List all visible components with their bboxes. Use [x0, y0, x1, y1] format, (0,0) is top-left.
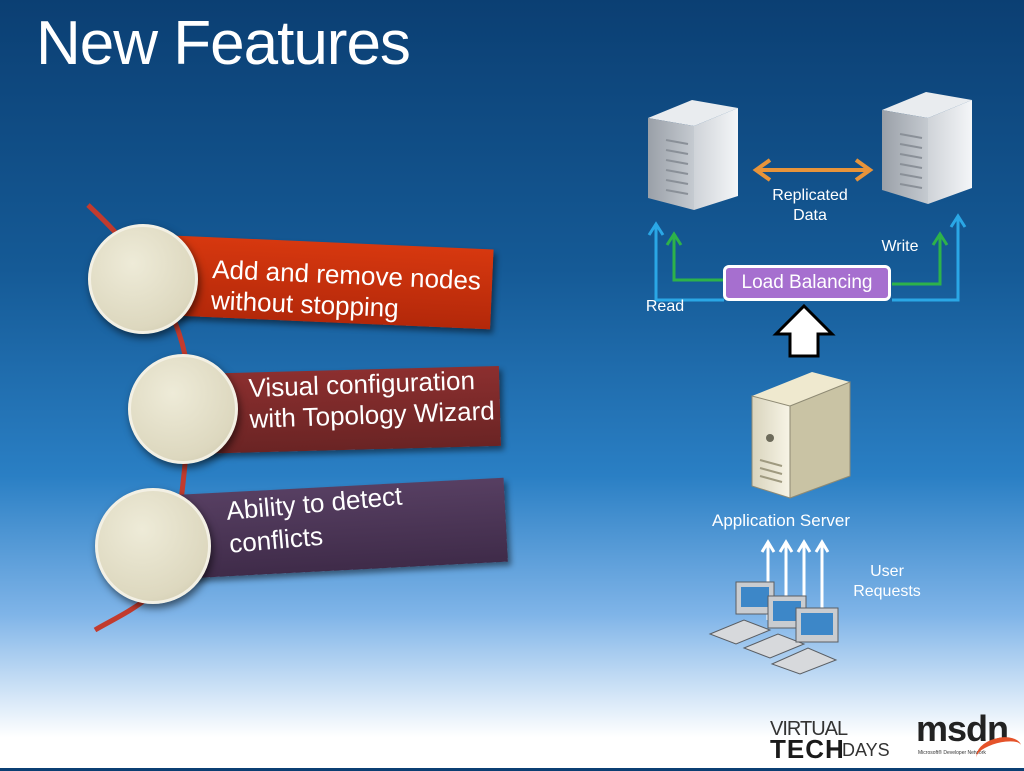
load-balancing-box: Load Balancing — [723, 265, 891, 301]
client-computers-icon — [708, 581, 839, 675]
write-label: Write — [881, 238, 919, 255]
user-requests-label: User Requests — [853, 563, 921, 600]
replication-arrow — [752, 158, 874, 182]
read-arrow-right — [892, 213, 967, 302]
feature-bullet-3 — [95, 488, 211, 604]
request-up-arrow — [772, 303, 836, 358]
application-server-icon — [751, 372, 851, 499]
replicated-data-label: Replicated Data — [772, 187, 848, 224]
feature-bullet-1 — [88, 224, 198, 334]
feature-bullet-2 — [128, 354, 238, 464]
msdn-logo: msdn Microsoft® Developer Network — [916, 708, 1024, 771]
write-arrow-left — [665, 231, 724, 282]
slide-title: New Features — [36, 9, 411, 78]
application-server-label: Application Server — [712, 511, 850, 530]
virtual-techdays-logo: VIRTUAL TECH DAYS — [770, 718, 890, 764]
write-arrow-right — [892, 231, 949, 286]
database-server-icon-right — [882, 92, 972, 204]
read-label: Read — [645, 298, 685, 315]
database-server-icon-left — [648, 100, 738, 210]
read-arrow — [647, 221, 724, 302]
